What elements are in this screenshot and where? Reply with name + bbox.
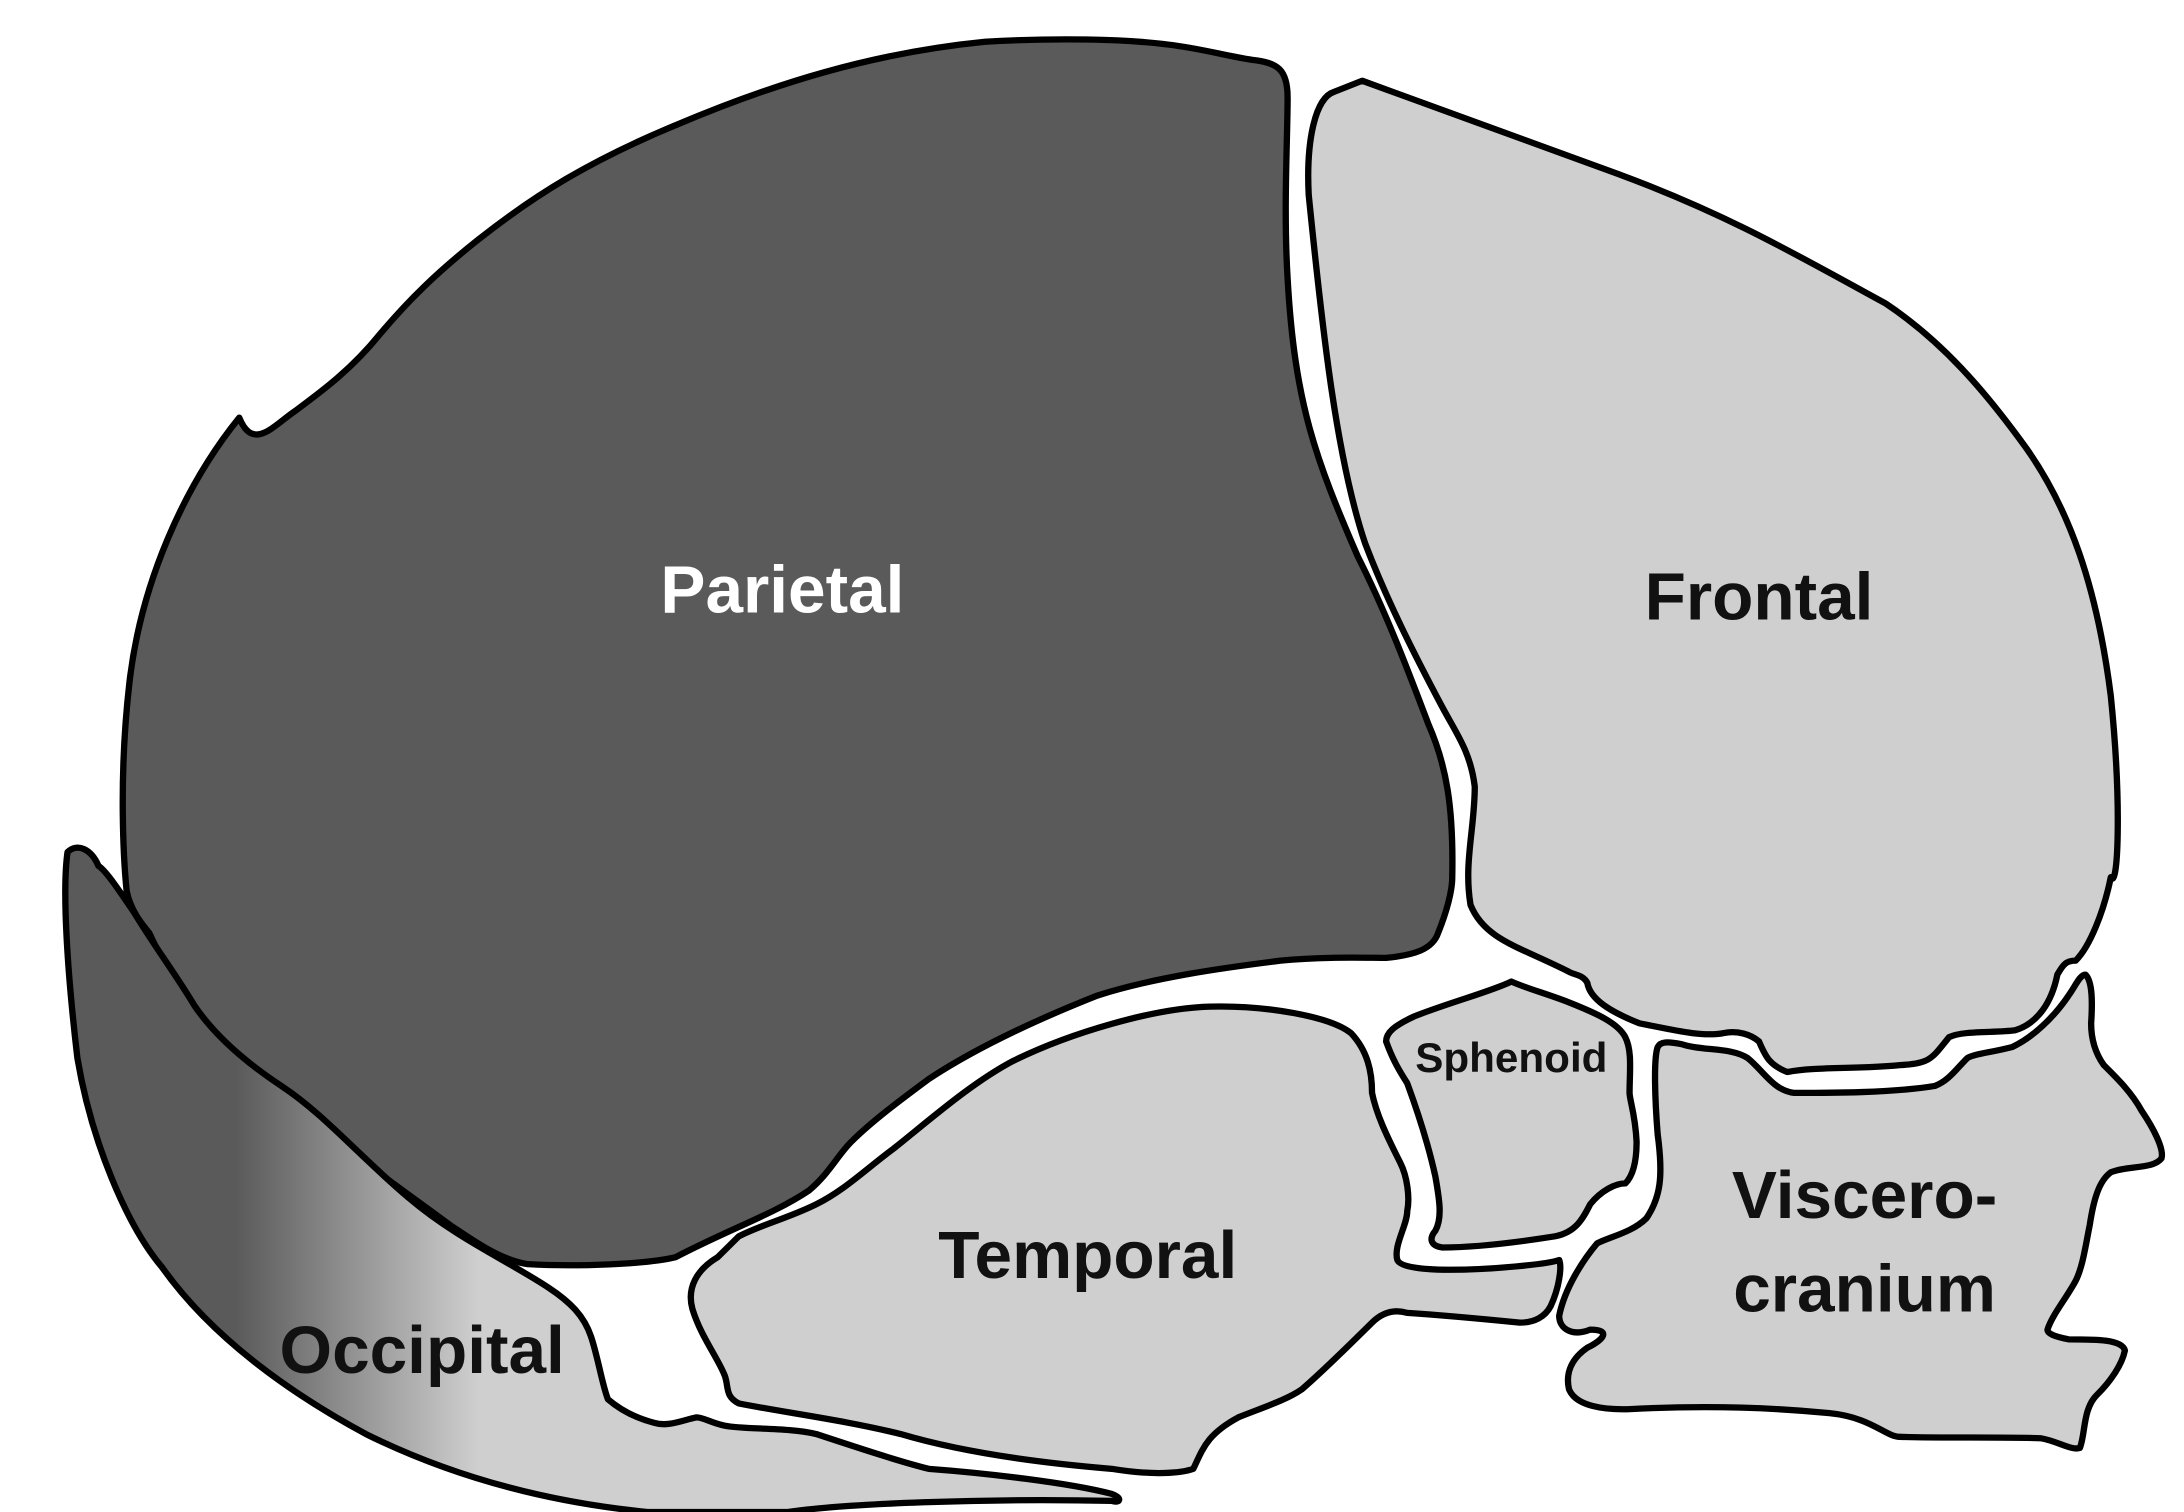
viscerocranium-label-line1: Viscero- [1732,1159,1997,1234]
frontal-label: Frontal [1645,560,1874,635]
sphenoid-label: Sphenoid [1415,1034,1607,1081]
parietal-label: Parietal [660,553,904,628]
occipital-label: Occipital [280,1313,565,1388]
viscerocranium-label-line2: cranium [1733,1252,1996,1327]
temporal-label: Temporal [938,1218,1237,1293]
